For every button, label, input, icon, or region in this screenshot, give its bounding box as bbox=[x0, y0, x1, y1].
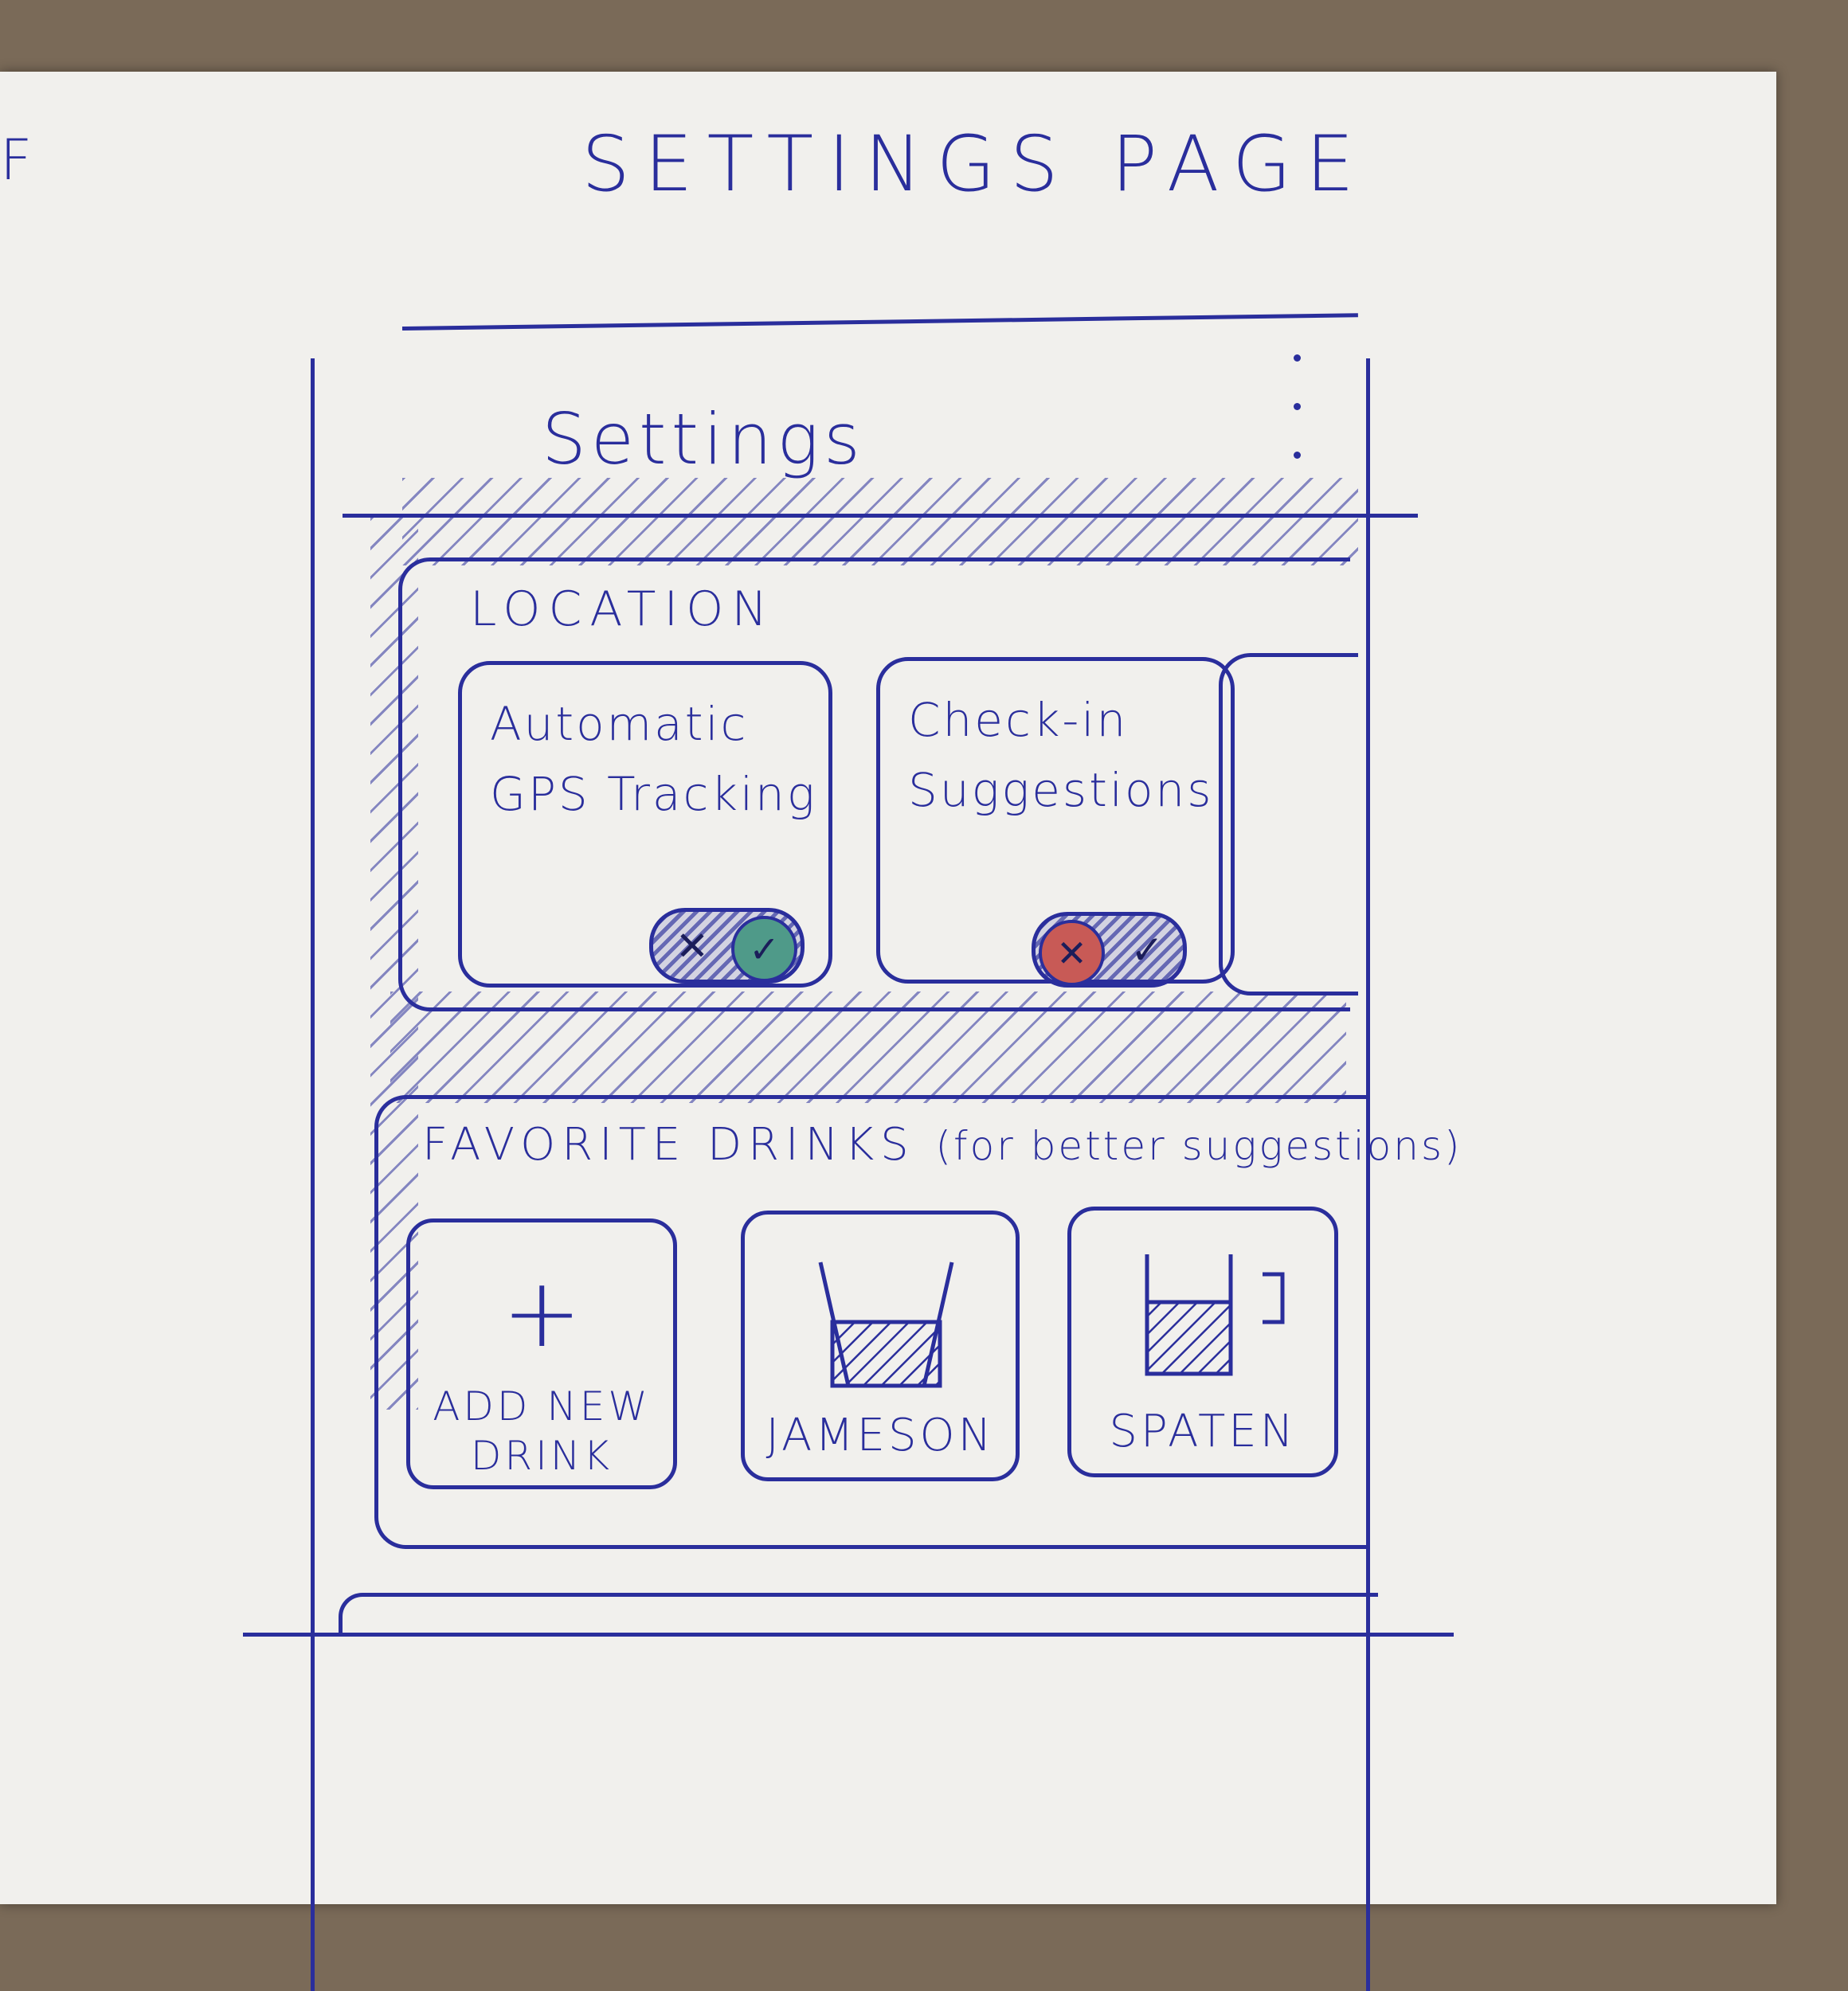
check-icon: ✓ bbox=[731, 916, 797, 982]
gps-tracking-tile[interactable]: Automatic GPS Tracking bbox=[458, 661, 832, 988]
checkin-suggestions-tile[interactable]: Check-in Suggestions bbox=[876, 657, 1235, 984]
hatched-gap-top bbox=[402, 478, 1358, 565]
x-icon: ✕ bbox=[1039, 920, 1105, 986]
gps-tracking-label: Automatic GPS Tracking bbox=[490, 697, 817, 821]
add-new-drink-label: ADD NEW DRINK bbox=[433, 1383, 651, 1479]
app-bar-title: Settings bbox=[542, 398, 865, 480]
drink-jameson-label: JAMESON bbox=[765, 1410, 995, 1461]
bottom-bar bbox=[339, 1593, 1378, 1637]
drink-jameson[interactable]: JAMESON bbox=[741, 1211, 1020, 1481]
plus-icon: + bbox=[502, 1258, 582, 1369]
stray-mark: F bbox=[0, 127, 36, 193]
favorite-drinks-note: (for better suggestions) bbox=[935, 1123, 1462, 1169]
whiskey-glass-icon bbox=[818, 1261, 954, 1388]
drink-spaten-label: SPATEN bbox=[1109, 1406, 1297, 1457]
favorite-drinks-card bbox=[374, 1095, 1366, 1549]
phone-bottom-edge bbox=[243, 1633, 1454, 1637]
checkin-suggestions-toggle[interactable]: ✕ ✓ bbox=[1032, 912, 1187, 988]
drink-spaten[interactable]: SPATEN bbox=[1067, 1207, 1338, 1477]
x-icon: ✕ bbox=[675, 923, 709, 969]
app-bar: Settings bbox=[402, 374, 1354, 480]
favorite-drinks-title: FAVORITE DRINKS bbox=[422, 1119, 915, 1171]
next-tile-peek[interactable] bbox=[1219, 653, 1358, 996]
checkin-suggestions-label: Check-in Suggestions bbox=[908, 693, 1214, 817]
favorite-drinks-label: FAVORITE DRINKS (for better suggestions) bbox=[422, 1119, 1462, 1171]
sketch-title: SETTINGS PAGE bbox=[581, 119, 1368, 209]
more-vert-icon[interactable] bbox=[1290, 354, 1306, 482]
paper-sheet bbox=[0, 72, 1776, 1904]
hatched-gap-side bbox=[370, 518, 418, 1410]
beer-mug-icon bbox=[1145, 1254, 1285, 1376]
location-card bbox=[398, 557, 1350, 1011]
check-icon: ✓ bbox=[1130, 927, 1164, 973]
add-new-drink-button[interactable]: + ADD NEW DRINK bbox=[406, 1218, 677, 1489]
location-section-label: LOCATION bbox=[470, 581, 776, 637]
gps-tracking-toggle[interactable]: ✕ ✓ bbox=[649, 908, 805, 984]
phone-frame bbox=[311, 358, 1370, 1991]
